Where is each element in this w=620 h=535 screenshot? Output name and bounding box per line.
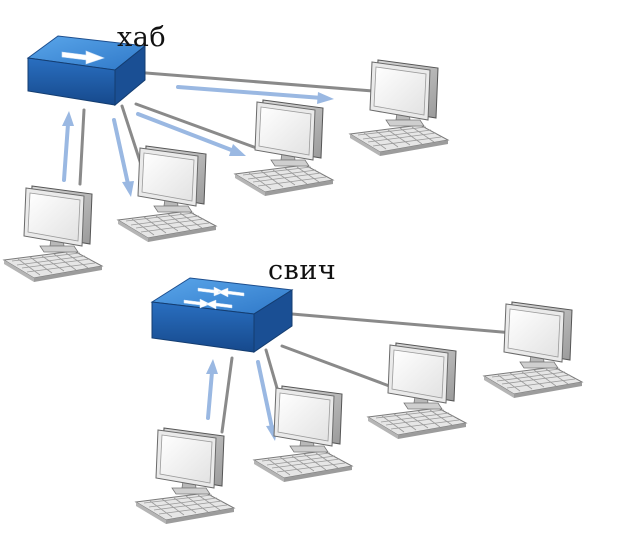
computer-icon	[117, 145, 217, 243]
cable	[144, 71, 375, 93]
cable	[78, 108, 86, 186]
computer-icon	[367, 342, 467, 440]
hub-section	[3, 35, 449, 283]
switch-section	[135, 277, 583, 525]
cable	[220, 356, 234, 434]
cable	[290, 312, 515, 335]
computer-icon	[234, 99, 334, 197]
hub-icon	[26, 35, 147, 107]
computer-icon	[253, 385, 353, 483]
hub-label: хаб	[117, 22, 167, 53]
computer-icon	[3, 185, 103, 283]
switch-icon	[150, 277, 294, 353]
computer-icon	[349, 59, 449, 157]
hub-signal-arrows	[62, 85, 334, 197]
switch-label: свич	[268, 255, 337, 286]
switch-signal-arrows	[206, 359, 278, 441]
computer-icon	[135, 427, 235, 525]
computer-icon	[483, 301, 583, 399]
cable	[280, 344, 402, 392]
cable	[134, 102, 264, 152]
hub-cables	[78, 71, 375, 188]
